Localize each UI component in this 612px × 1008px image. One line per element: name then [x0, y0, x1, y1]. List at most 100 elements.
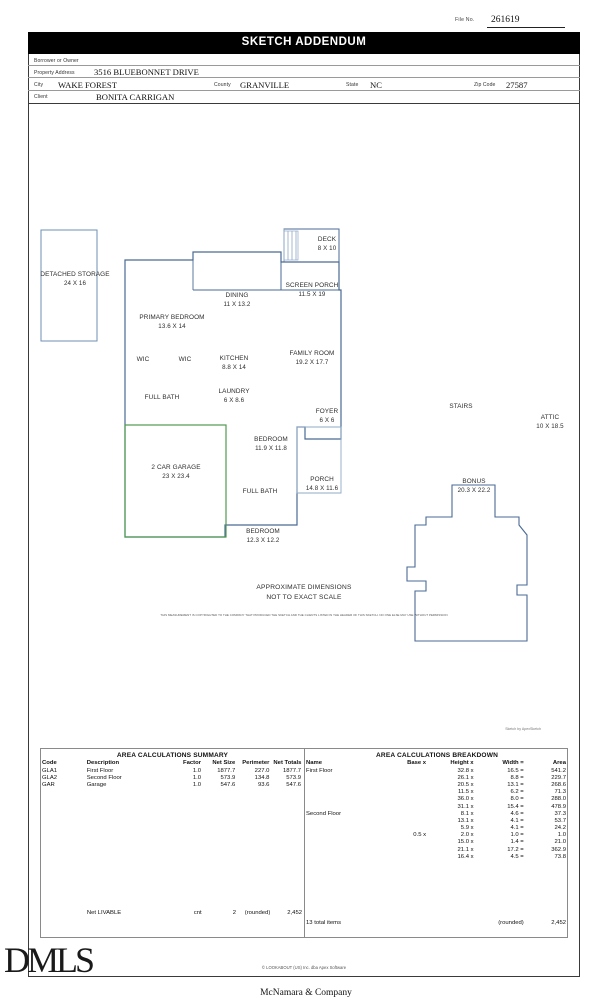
summary-header-row: Code Description Factor Net Size Perimet…	[41, 759, 304, 768]
breakdown-total-value: 2,452	[551, 919, 566, 926]
dmls-watermark: DMLS	[4, 940, 95, 980]
area-calculations-summary: AREA CALCULATIONS SUMMARY Code Descripti…	[41, 749, 305, 937]
room-label-dining: DINING 11 X 13.2	[201, 291, 273, 309]
summary-total-row: Net LIVABLE cnt 2 (rounded) 2,452	[41, 909, 305, 916]
breakdown-cell-name	[305, 832, 384, 839]
room-label-attic: ATTIC 10 X 18.5	[521, 413, 579, 431]
breakdown-cell-base	[384, 789, 429, 796]
breakdown-cell-width: 8.8 =	[510, 774, 524, 781]
property-address-value: 3516 BLUEBONNET DRIVE	[94, 66, 199, 77]
breakdown-cell-area: 288.0	[551, 796, 566, 803]
note-line-1: APPROXIMATE DIMENSIONS	[256, 584, 352, 591]
breakdown-cell-area: 478.9	[551, 803, 566, 810]
breakdown-cell-name	[305, 796, 384, 803]
cell-net-totals: 547.6	[286, 781, 301, 788]
client-label: Client	[34, 94, 48, 100]
breakdown-cell-base: 0.5 x	[413, 832, 427, 839]
breakdown-col-name: Name	[306, 759, 323, 766]
breakdown-cell-area: 541.2	[551, 767, 566, 774]
cell-perimeter: 93.6	[257, 781, 270, 788]
borrower-label: Borrower or Owner	[34, 57, 79, 64]
file-number-row: File No. 261619	[455, 15, 605, 31]
city-county-state-zip-row: City WAKE FOREST County GRANVILLE State …	[28, 78, 580, 91]
breakdown-cell-area: 362.9	[551, 846, 566, 853]
cell-perimeter: 134.8	[254, 774, 270, 781]
room-dim: 23 X 23.4	[162, 473, 190, 480]
breakdown-cell-height: 2.0 x	[460, 832, 474, 839]
breakdown-cell-base	[384, 774, 429, 781]
breakdown-cell-name	[305, 853, 384, 860]
room-dim: 19.2 X 17.7	[295, 359, 329, 366]
total-spacer	[41, 909, 86, 916]
sketch-copyright-note: THIS MEASUREMENT IS COPYRIGHTED TO THE C…	[160, 613, 448, 617]
breakdown-cell-area: 71.3	[554, 789, 566, 796]
total-spacer-2	[429, 919, 477, 926]
room-label-foyer: FOYER 6 X 6	[301, 407, 353, 425]
breakdown-cell-area: 268.6	[551, 781, 566, 788]
breakdown-cell-height: 8.1 x	[460, 810, 474, 817]
table-row: GAR Garage 1.0 547.6 93.6 547.6	[41, 781, 304, 788]
county-label: County	[214, 82, 231, 88]
breakdown-cell-width: 8.0 =	[510, 796, 524, 803]
room-name: FULL BATH	[242, 488, 278, 495]
room-dim: 8 X 10	[317, 245, 337, 252]
sketch-credit: Sketch by ApexSketch	[505, 727, 541, 731]
room-name: BONUS	[462, 478, 486, 485]
area-calculations-tables: AREA CALCULATIONS SUMMARY Code Descripti…	[40, 748, 568, 938]
approximate-dimensions-note: APPROXIMATE DIMENSIONS NOT TO EXACT SCAL…	[29, 583, 579, 603]
cell-perimeter: 227.0	[254, 767, 270, 774]
room-name: WIC	[178, 356, 192, 363]
breakdown-col-area: Area	[552, 759, 566, 766]
room-dim: 14.8 X 11.6	[305, 485, 339, 492]
room-dim: 12.3 X 12.2	[246, 537, 280, 544]
breakdown-cell-height: 16.4 x	[457, 853, 474, 860]
breakdown-cell-width: 4.5 =	[510, 853, 524, 860]
breakdown-cell-base	[384, 846, 429, 853]
breakdown-cell-width: 1.4 =	[510, 839, 524, 846]
room-label-primary-bedroom: PRIMARY BEDROOM 13.6 X 14	[133, 313, 211, 331]
cell-description: Second Floor	[86, 774, 122, 781]
property-address-label: Property Address	[34, 69, 75, 76]
breakdown-cell-name	[305, 839, 384, 846]
summary-total-label: Net LIVABLE	[86, 909, 122, 916]
breakdown-cell-area: 24.2	[554, 825, 566, 832]
breakdown-cell-base	[384, 839, 429, 846]
breakdown-cell-height: 36.0 x	[457, 796, 474, 803]
summary-col-perimeter: Perimeter	[242, 759, 270, 766]
room-dim: 6 X 6	[319, 417, 335, 424]
breakdown-cell-width: 16.5 =	[507, 767, 524, 774]
breakdown-cell-width: 4.1 =	[510, 817, 524, 824]
room-label-deck: DECK 8 X 10	[299, 235, 355, 253]
room-name: WIC	[136, 356, 150, 363]
room-dim: 10 X 18.5	[536, 423, 564, 430]
footer-company-name: McNamara & Company	[260, 988, 352, 998]
room-name: LAUNDRY	[218, 388, 250, 395]
breakdown-cell-height: 31.1 x	[457, 803, 474, 810]
state-value: NC	[370, 79, 382, 90]
breakdown-cell-name: First Floor	[306, 767, 333, 774]
room-name: DECK	[317, 236, 337, 243]
breakdown-col-height: Height x	[450, 759, 474, 766]
note-line-2: NOT TO EXACT SCALE	[266, 594, 342, 601]
breakdown-cell-height: 15.0 x	[457, 839, 474, 846]
table-row: 36.0 x 8.0 = 288.0	[305, 796, 569, 803]
client-row: Client BONITA CARRIGAN	[28, 91, 580, 104]
breakdown-col-base: Base x	[407, 759, 427, 766]
breakdown-cell-area: 1.0	[557, 832, 566, 839]
client-value: BONITA CARRIGAN	[96, 91, 175, 102]
summary-col-net-totals: Net Totals	[273, 759, 302, 766]
room-name: KITCHEN	[219, 355, 249, 362]
file-number-label: File No.	[455, 17, 475, 23]
breakdown-cell-area: 37.3	[554, 810, 566, 817]
breakdown-cell-height: 21.1 x	[457, 846, 474, 853]
zip-label: Zip Code	[474, 82, 496, 88]
summary-col-net-size: Net Size	[212, 759, 236, 766]
cell-description: Garage	[86, 781, 107, 788]
breakdown-cell-name	[305, 781, 384, 788]
room-name: PORCH	[310, 476, 334, 483]
room-name: ATTIC	[540, 414, 560, 421]
